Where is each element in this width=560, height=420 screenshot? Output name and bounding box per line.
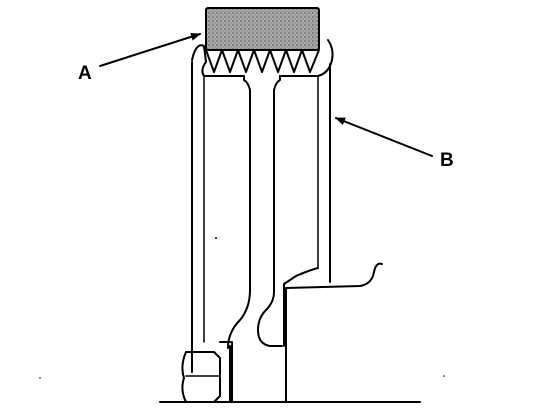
housing-top-edge xyxy=(285,262,383,289)
belt-body xyxy=(205,7,320,51)
bolt-head xyxy=(181,351,221,403)
callout-label-a: A xyxy=(78,63,92,84)
belt-teeth xyxy=(205,49,320,73)
toothed-belt xyxy=(205,7,320,73)
housing xyxy=(229,262,383,403)
bolt xyxy=(181,341,233,403)
leader-arrow-b xyxy=(335,117,433,157)
pulley-web-right xyxy=(257,75,283,347)
pulley xyxy=(191,39,334,373)
pulley-hub-step xyxy=(283,267,319,347)
scan-speck xyxy=(39,377,41,379)
pulley-left-lip xyxy=(191,44,245,77)
scan-speck xyxy=(215,237,217,239)
scan-speck xyxy=(443,375,445,377)
callout-label-b: B xyxy=(440,150,454,171)
leader-arrow-a xyxy=(99,32,201,67)
pulley-web xyxy=(227,75,251,349)
